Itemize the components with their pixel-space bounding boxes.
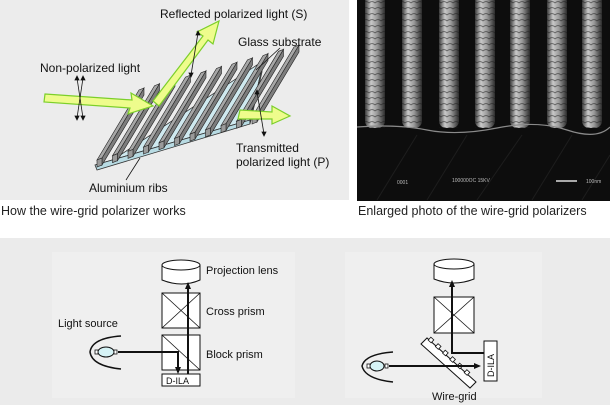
wire-grid-tooth	[442, 349, 449, 357]
wire-texture	[582, 0, 602, 128]
caption-polarizer-works: How the wire-grid polarizer works	[1, 204, 186, 218]
wire-grid-tooth	[449, 356, 456, 363]
label-light-source: Light source	[58, 318, 118, 330]
transmitted-light-arrow	[237, 104, 292, 125]
rib-end	[158, 140, 165, 151]
wire-texture	[475, 0, 495, 128]
rib-end	[112, 153, 118, 164]
label-block-prism: Block prism	[206, 349, 263, 361]
light-path-right	[389, 284, 484, 367]
projection-lens-right	[433, 258, 475, 284]
label-aluminium-ribs: Aluminium ribs	[89, 181, 168, 195]
label-transmitted-1: Transmitted	[236, 141, 299, 155]
photo-label-left: 0001	[397, 180, 408, 186]
conventional-optics-diagram	[89, 259, 201, 387]
caption-photo: Enlarged photo of the wire-grid polarize…	[358, 204, 587, 218]
wire-grid-tooth	[434, 343, 442, 350]
rib-end	[236, 118, 242, 129]
wire-texture	[365, 0, 385, 128]
light-path	[118, 286, 189, 374]
label-dila-right: D-ILA	[486, 354, 496, 377]
label-wire-grid: Wire-grid	[432, 391, 477, 403]
wire-grid-tooth	[427, 336, 435, 344]
label-dila-left: D-ILA	[166, 376, 189, 386]
polarizer-diagram-panel: Reflected polarized light (S) Glass subs…	[0, 0, 349, 200]
wire-texture	[547, 0, 567, 128]
label-cross-prism: Cross prism	[206, 306, 265, 318]
rib-end	[189, 131, 196, 142]
wire-texture	[510, 0, 530, 128]
wire-grid-plate	[420, 336, 477, 389]
reflected-light-arrow	[152, 19, 220, 107]
label-reflected: Reflected polarized light (S)	[160, 7, 307, 21]
polarizer-diagram: Reflected polarized light (S) Glass subs…	[40, 7, 329, 195]
photo-label-middle: 100000OC 15KV	[452, 178, 490, 184]
projection-diagrams-panel: Projection lens Cross prism Light source…	[0, 238, 610, 405]
projection-lens	[161, 259, 201, 285]
rib-end	[143, 144, 149, 155]
photo-scale-label: 100nm	[586, 179, 601, 185]
wire-grid-tooth	[463, 369, 471, 376]
leader-lines	[125, 47, 281, 181]
cross-prism	[161, 292, 201, 329]
rib-end	[220, 123, 227, 134]
sem-photo: 0001 100000OC 15KV 100nm	[357, 0, 610, 201]
light-source-right	[361, 351, 394, 383]
dila-panel-right	[483, 340, 498, 382]
rib-end	[96, 157, 103, 168]
polarization-markers	[74, 30, 267, 137]
sem-photo-image: 0001 100000OC 15KV 100nm	[357, 0, 610, 201]
rib-end	[205, 127, 211, 138]
cross-prism-right	[433, 296, 475, 334]
label-non-polarized: Non-polarized light	[40, 61, 141, 75]
label-transmitted-2: polarized light (P)	[236, 155, 329, 169]
wire-texture	[402, 0, 422, 128]
label-projection-lens: Projection lens	[206, 265, 279, 277]
dila-panel	[161, 373, 201, 387]
wire-grid-optics-diagram	[361, 258, 498, 389]
wire-texture	[439, 0, 459, 128]
light-source	[89, 335, 122, 370]
incoming-light-arrow	[43, 91, 155, 115]
projection-diagrams: Projection lens Cross prism Light source…	[58, 258, 498, 403]
rib-end	[127, 148, 134, 159]
label-glass-substrate: Glass substrate	[238, 35, 322, 49]
rib-end	[174, 136, 180, 146]
wire-columns	[365, 0, 602, 128]
